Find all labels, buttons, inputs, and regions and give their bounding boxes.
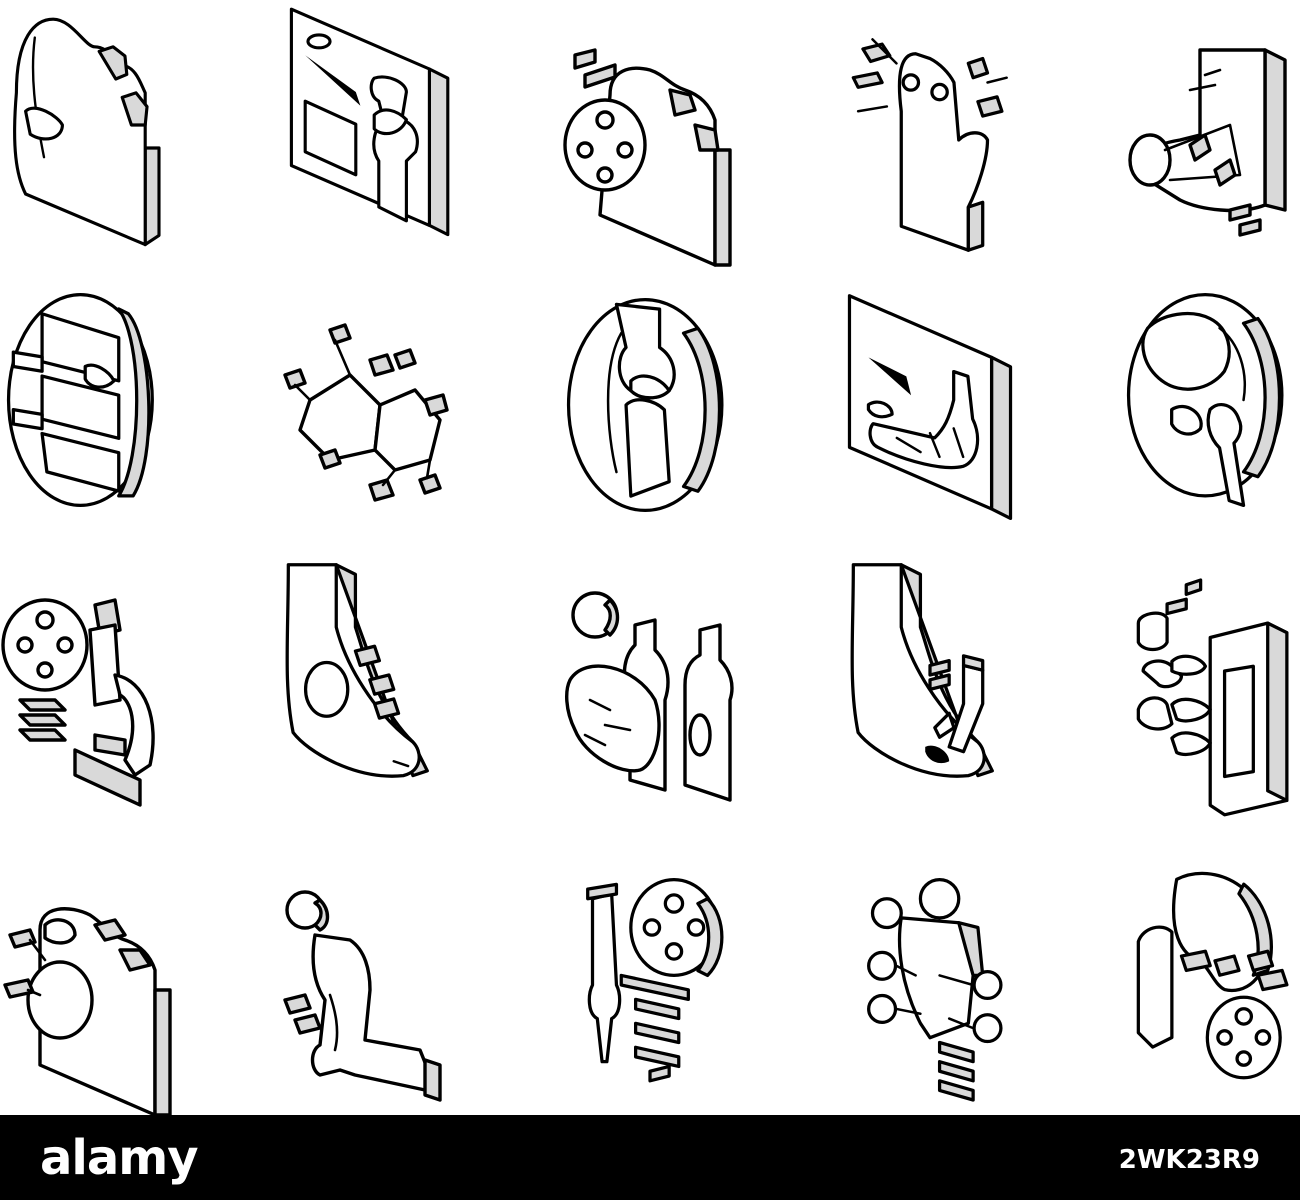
foot-xray-board-icon (840, 285, 1020, 521)
watermark-bar (0, 1115, 1300, 1200)
foot-inflamed-toe-icon (560, 40, 740, 270)
image-id: 2WK23R9 (1118, 1145, 1260, 1175)
big-toe-pain-icon (0, 890, 180, 1120)
microscope-cell-icon (0, 590, 180, 820)
kidney-crystal-icon (1125, 865, 1300, 1095)
spine-vertebrae-icon (0, 285, 180, 515)
alamy-logo: alamy (40, 1130, 199, 1186)
hand-arthritis-pain-icon (840, 25, 1020, 255)
kneeling-person-pain-icon (275, 890, 455, 1120)
ankle-sprain-icon (1120, 35, 1300, 265)
syringe-blood-cell-icon (560, 870, 740, 1100)
foot-gout-toes-icon (0, 10, 180, 247)
ankle-swelling-icon (275, 560, 455, 790)
uric-acid-molecule-icon (275, 305, 455, 535)
hip-joint-circle-icon (1120, 285, 1300, 515)
knee-joint-circle-icon (560, 290, 740, 520)
joint-xray-board-icon (270, 0, 460, 237)
pills-medicine-bottle-icon (1125, 578, 1300, 817)
meat-alcohol-diet-icon (560, 590, 740, 820)
foot-injection-icon (840, 560, 1020, 790)
body-joints-icon (840, 870, 1020, 1102)
